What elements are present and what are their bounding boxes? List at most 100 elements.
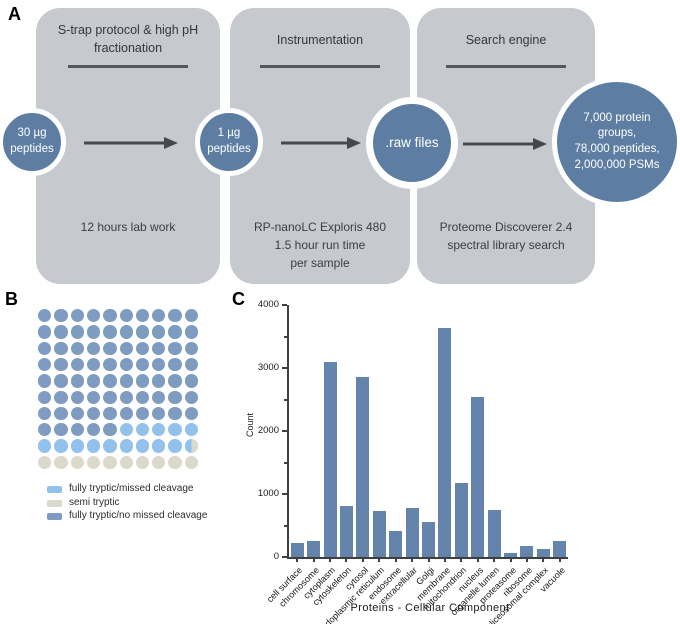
waffle-dot [152, 406, 166, 421]
waffle-dot [152, 455, 166, 470]
waffle-dot [70, 390, 84, 404]
workflow-step-title: Search engine [465, 33, 547, 47]
panel-a-label: A [8, 4, 21, 24]
bar-organelle-lumen [487, 509, 501, 557]
waffle-dot [184, 439, 199, 453]
waffle-dot [152, 439, 166, 453]
y-axis-minor-tick [284, 461, 287, 464]
waffle-dot [135, 357, 150, 372]
x-axis-tick [542, 557, 545, 562]
waffle-dot [54, 439, 68, 453]
y-axis-tick [282, 367, 287, 369]
waffle-dot [70, 341, 84, 355]
waffle-dot [86, 341, 101, 355]
waffle-dot [168, 374, 182, 388]
waffle-dot [103, 455, 117, 470]
waffle-dot [152, 423, 166, 437]
waffle-dot [86, 390, 101, 404]
x-axis-title: Proteins - Cellular Component [350, 602, 510, 614]
workflow-node-input-peptides: 30 µg peptides [0, 108, 66, 176]
waffle-dot [38, 309, 52, 323]
x-axis-tick [378, 557, 381, 562]
waffle-dot [86, 439, 101, 453]
bar-spliceosomal-complex [536, 548, 550, 557]
bar-endoplasmic-reticulum [372, 511, 386, 557]
waffle-dot [135, 309, 150, 323]
waffle-dot [54, 309, 68, 323]
waffle-dot [38, 341, 52, 355]
x-axis-tick [443, 557, 446, 562]
waffle-chart [38, 309, 204, 475]
y-axis-tick [282, 556, 287, 558]
y-axis-tick-label: 2000 [257, 425, 279, 436]
bar-proteasome [504, 553, 518, 557]
waffle-dot [54, 325, 68, 339]
legend-swatch [47, 499, 62, 507]
workflow-node-injected-peptides: 1 µg peptides [195, 108, 263, 176]
waffle-dot [119, 406, 133, 421]
waffle-dot [103, 357, 117, 372]
waffle-dot [86, 423, 101, 437]
waffle-dot [119, 439, 133, 453]
waffle-dot [103, 341, 117, 355]
waffle-dot [86, 357, 101, 372]
waffle-dot [103, 406, 117, 421]
waffle-dot [119, 423, 133, 437]
waffle-dot [184, 406, 199, 421]
waffle-dot [86, 309, 101, 323]
bar-cell-surface [290, 543, 304, 557]
workflow-step-note: Proteome Discoverer 2.4 spectral library… [439, 220, 573, 252]
x-axis-tick [509, 557, 512, 562]
waffle-dot [86, 325, 101, 339]
waffle-dot [38, 406, 52, 421]
bar-golgi [422, 521, 435, 557]
waffle-dot [38, 455, 52, 470]
y-axis-tick [282, 430, 287, 432]
bar-mitochondrion [454, 482, 468, 557]
x-axis-tick [460, 557, 463, 562]
waffle-dot [119, 390, 133, 404]
waffle-dot [103, 309, 117, 323]
y-axis-tick-label: 4000 [257, 299, 279, 310]
workflow-step-note: 12 hours lab work [80, 220, 176, 234]
waffle-dot [119, 341, 133, 355]
legend-label: semi tryptic [69, 496, 120, 508]
waffle-dot [54, 390, 68, 404]
waffle-dot [54, 423, 68, 437]
waffle-dot [152, 374, 166, 388]
waffle-dot [103, 374, 117, 388]
x-axis-tick [296, 557, 299, 562]
waffle-dot [152, 309, 166, 323]
x-axis-tick [558, 557, 561, 562]
workflow-step-title: S-trap protocol & high pH fractionation [57, 23, 199, 55]
waffle-dot [86, 406, 101, 421]
node-label: 30 µg peptides [10, 127, 54, 155]
bar-cytoskeleton [339, 505, 353, 557]
waffle-dot [135, 439, 150, 453]
waffle-dot [184, 374, 199, 388]
waffle-dot [184, 341, 199, 355]
panel-b-label: B [5, 289, 18, 309]
waffle-dot [135, 390, 150, 404]
waffle-dot [103, 325, 117, 339]
title-divider [260, 65, 380, 68]
workflow-box-sample-prep: S-trap protocol & high pH fractionation … [36, 8, 220, 284]
waffle-dot [168, 406, 182, 421]
bar-endosome [389, 531, 403, 557]
waffle-dot [135, 423, 150, 437]
waffle-dot [103, 423, 117, 437]
waffle-dot [54, 357, 68, 372]
waffle-dot [86, 374, 101, 388]
workflow-step-note: RP-nanoLC Exploris 480 1.5 hour run time… [253, 220, 387, 270]
waffle-dot [54, 374, 68, 388]
x-axis-tick [312, 557, 315, 562]
y-axis-minor-tick [284, 524, 287, 527]
waffle-dot [86, 455, 101, 470]
waffle-dot [54, 341, 68, 355]
node-label: 7,000 protein groups, 78,000 peptides, 2… [574, 111, 660, 171]
waffle-dot [119, 325, 133, 339]
bar-cytoplasm [323, 361, 337, 557]
waffle-dot [152, 390, 166, 404]
waffle-dot [135, 325, 150, 339]
